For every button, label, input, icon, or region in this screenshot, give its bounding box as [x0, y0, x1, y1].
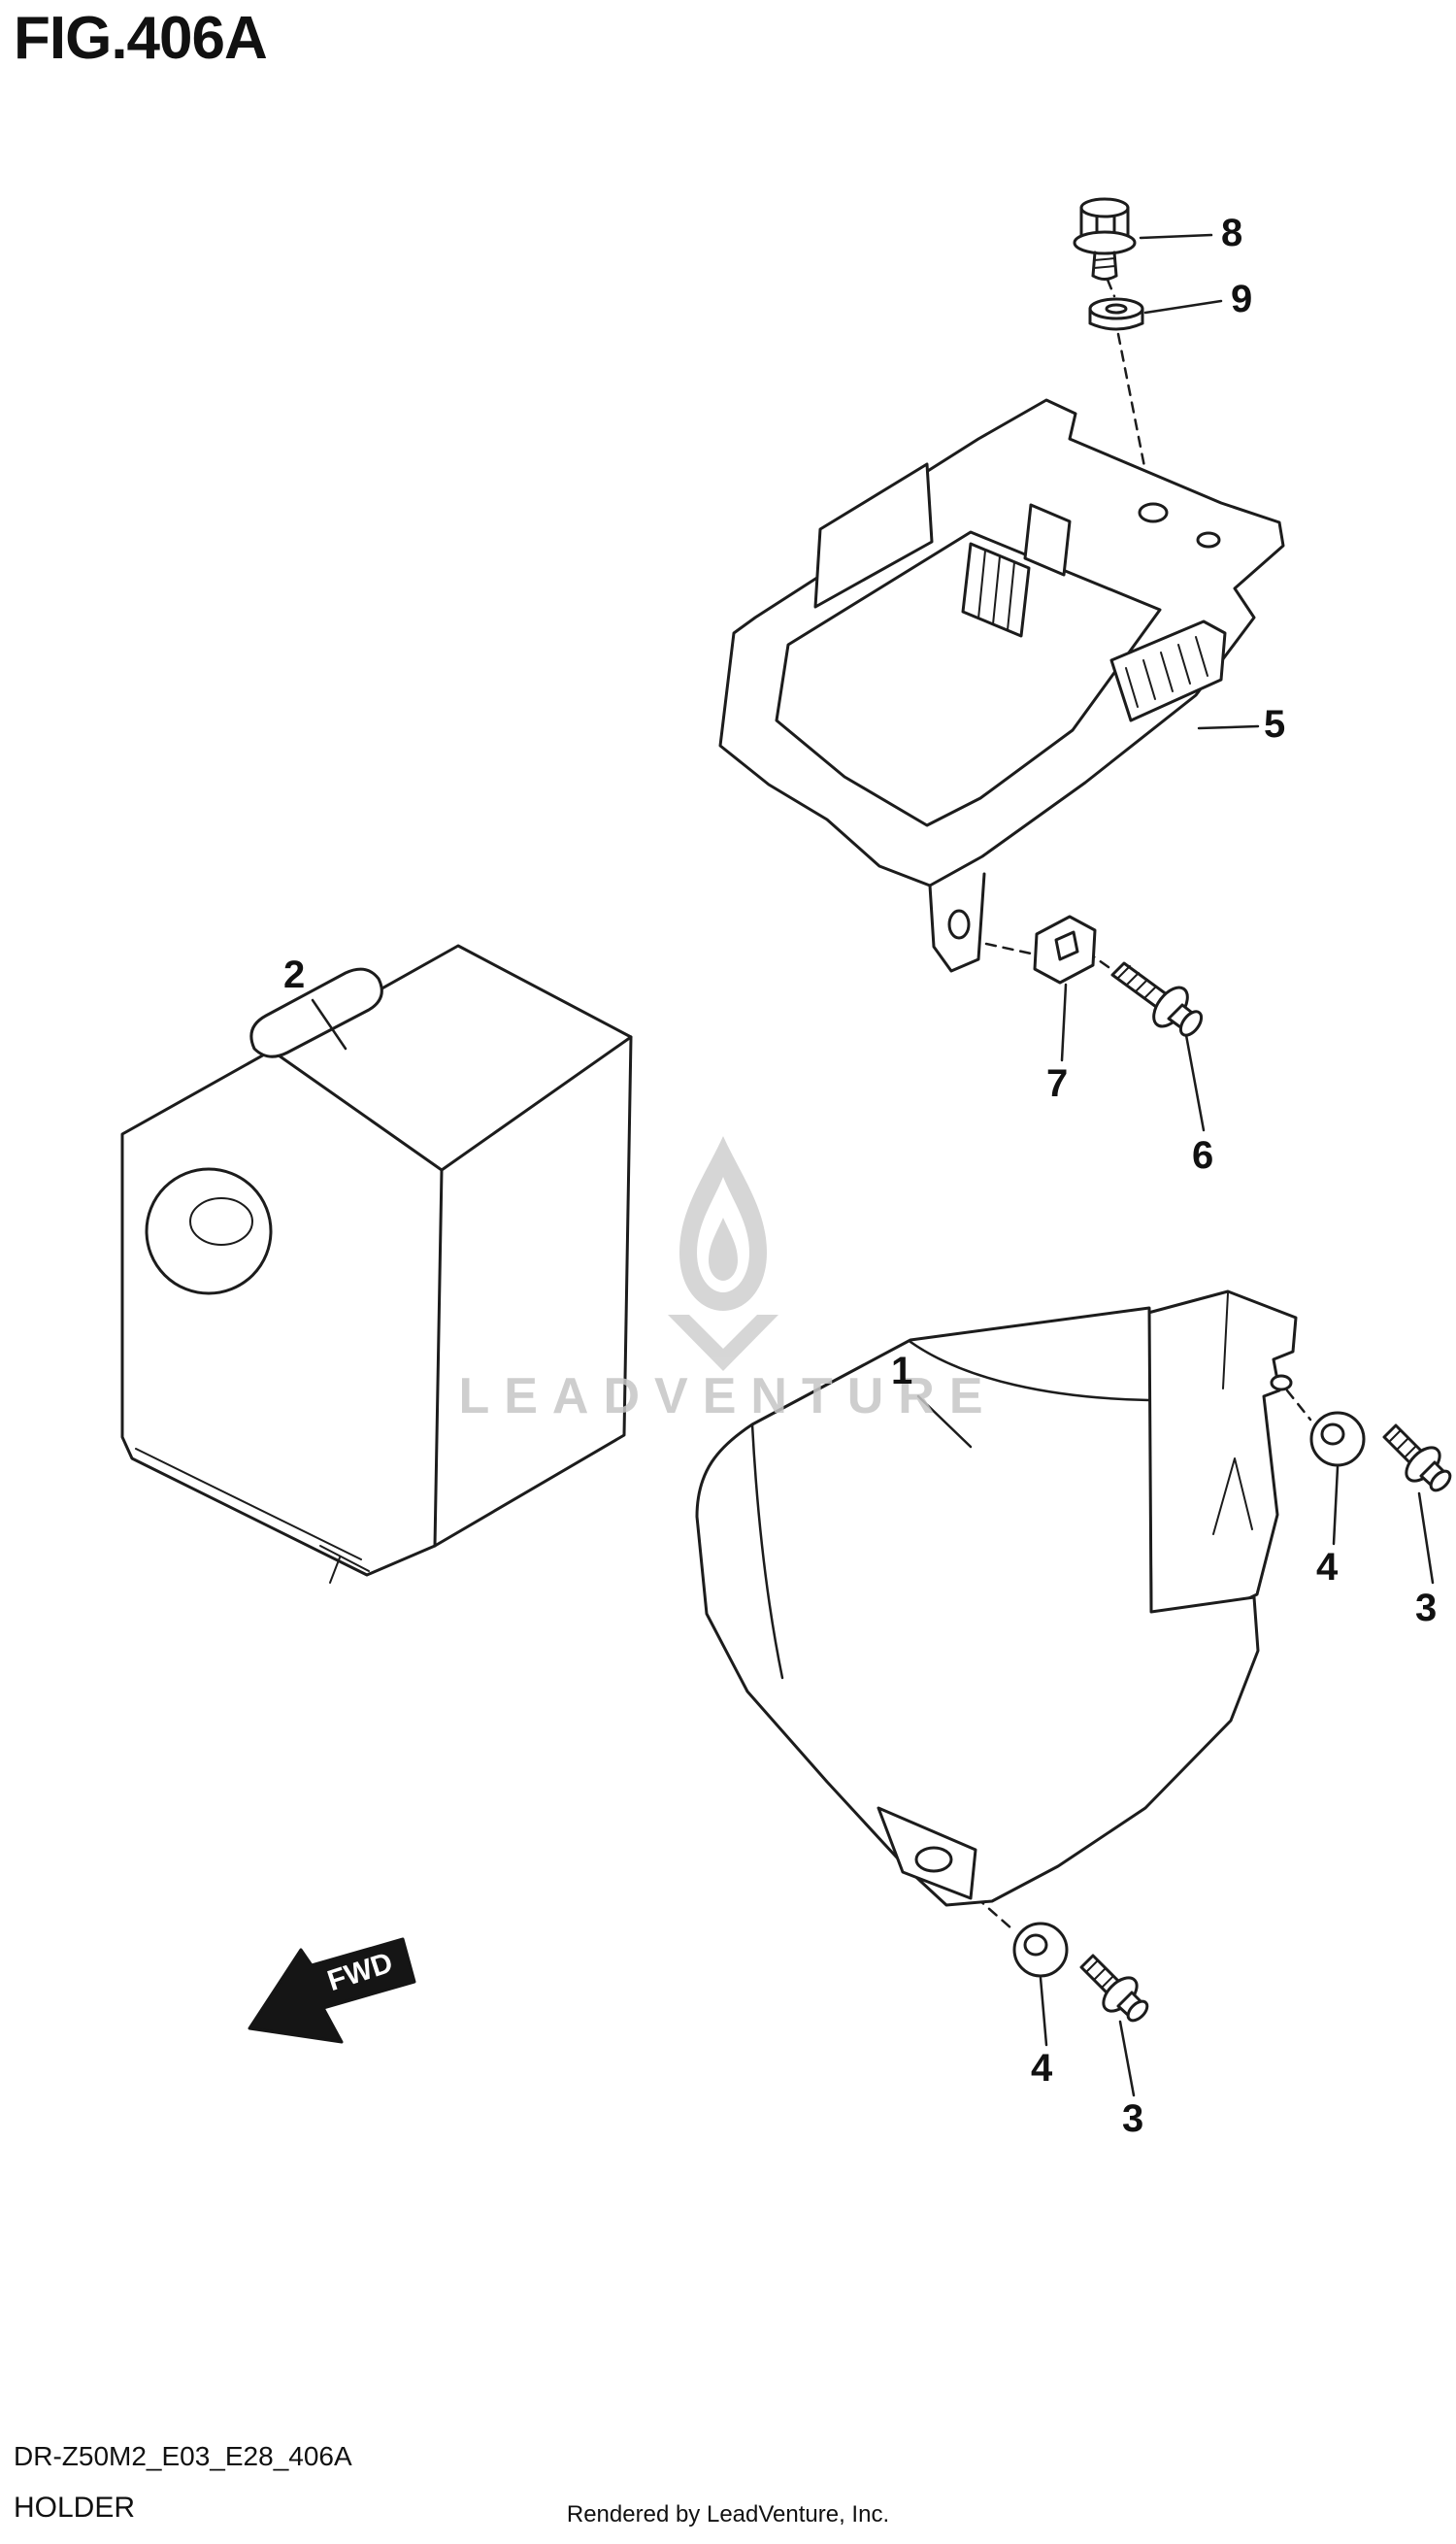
flange-bolt-6-drawing — [1110, 961, 1204, 1037]
fwd-arrow-icon — [248, 1937, 416, 2044]
callout-9: 9 — [1231, 278, 1253, 320]
footer-figure-name: HOLDER — [14, 2492, 136, 2524]
callout-1: 1 — [891, 1350, 913, 1392]
flange-bolt-3-bottom-drawing — [1079, 1954, 1149, 2023]
cover-2-drawing — [120, 944, 633, 1584]
callout-7: 7 — [1046, 1062, 1069, 1105]
callout-4-bottom: 4 — [1031, 2047, 1053, 2090]
figure-title: FIG.406A — [14, 5, 268, 72]
grommet-4-right-drawing — [1309, 1411, 1366, 1467]
footer-part-code: DR-Z50M2_E03_E28_406A — [14, 2441, 352, 2471]
flange-bolt-8-drawing — [1073, 197, 1137, 281]
callout-3-bottom: 3 — [1122, 2097, 1144, 2140]
callout-6: 6 — [1192, 1134, 1214, 1177]
callout-leader-lines — [311, 233, 1435, 2097]
callout-2: 2 — [283, 954, 306, 996]
grommet-9-drawing — [1088, 297, 1144, 331]
callout-3-right: 3 — [1415, 1587, 1438, 1629]
holder-1-drawing — [695, 1289, 1298, 1907]
flange-bolt-3-right-drawing — [1382, 1423, 1452, 1492]
leadventure-logo-icon — [668, 1136, 778, 1371]
holder-bracket-5-drawing — [718, 398, 1285, 973]
callout-8: 8 — [1221, 212, 1243, 254]
callout-5: 5 — [1264, 703, 1286, 746]
callout-4-right: 4 — [1316, 1546, 1339, 1589]
clip-nut-7-drawing — [1033, 915, 1097, 985]
grommet-4-bottom-drawing — [1012, 1922, 1069, 1978]
footer-credit: Rendered by LeadVenture, Inc. — [566, 2501, 890, 2527]
